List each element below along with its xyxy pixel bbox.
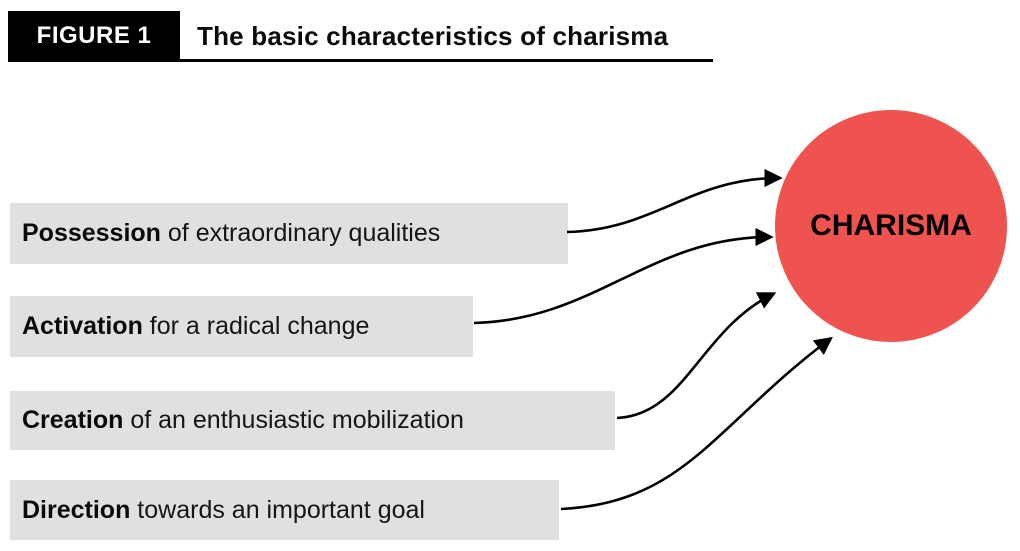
characteristic-keyword: Direction <box>22 495 131 524</box>
arrow-creation-to-charisma <box>616 292 777 420</box>
characteristic-text: for a radical change <box>142 312 370 340</box>
characteristic-text: of extraordinary qualities <box>160 219 441 247</box>
characteristic-keyword: Creation <box>22 406 124 434</box>
characteristic-keyword: Possession <box>22 219 161 247</box>
characteristic-box-direction: Direction towards an important goal <box>10 480 559 540</box>
charisma-label: CHARISMA <box>810 209 972 242</box>
figure-title: The basic characteristics of charisma <box>197 20 669 51</box>
characteristic-text: towards an important goal <box>130 495 425 524</box>
arrow-possession-to-charisma <box>566 168 783 234</box>
figure-tag-label: FIGURE 1 <box>36 22 152 49</box>
characteristic-box-activation: Activation for a radical change <box>10 296 473 357</box>
characteristic-box-possession: Possession of extraordinary qualities <box>10 203 568 264</box>
charisma-circle: CHARISMA <box>775 110 1007 342</box>
characteristic-keyword: Activation <box>22 312 143 340</box>
figure-tag: FIGURE 1 <box>8 11 180 61</box>
title-underline <box>8 59 713 62</box>
characteristic-box-creation: Creation of an enthusiastic mobilization <box>10 391 615 450</box>
characteristic-text: of an enthusiastic mobilization <box>123 406 464 434</box>
